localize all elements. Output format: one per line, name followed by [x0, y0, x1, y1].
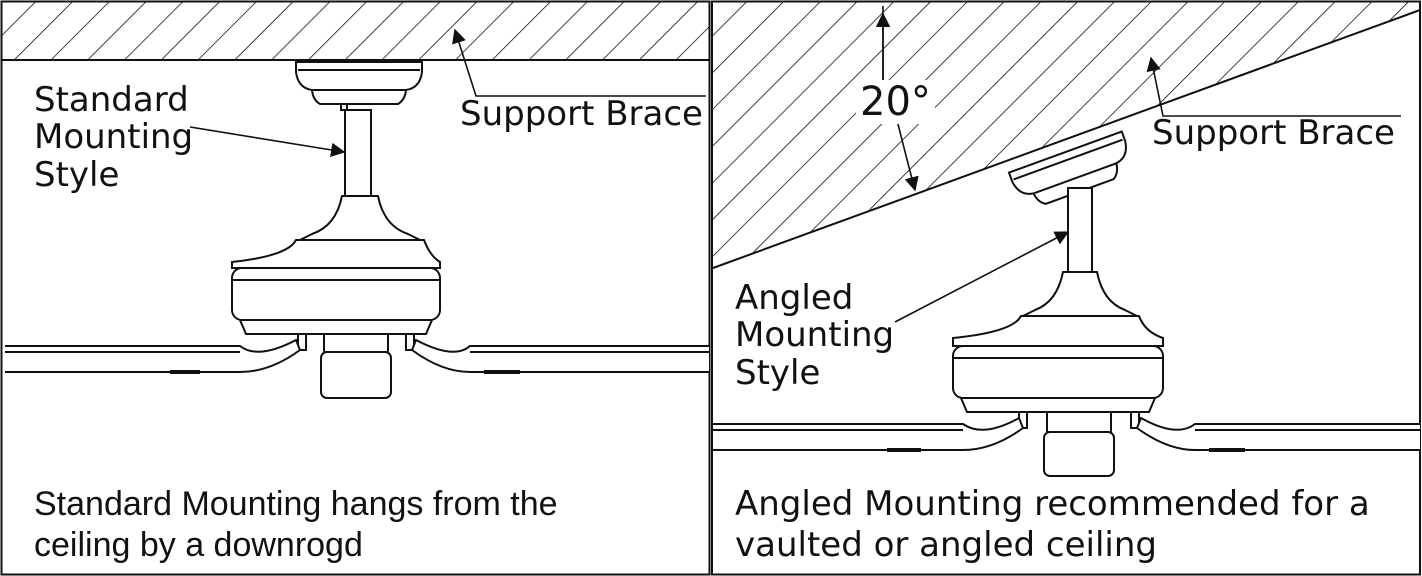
angled-mounting-caption: Angled Mounting recommended for a vaulte… [735, 484, 1370, 567]
label-line: Style [34, 154, 120, 195]
standard-mounting-style-label: Standard Mounting Style [34, 80, 194, 195]
motor-collar [1022, 271, 1138, 317]
brace-label-arrow [452, 28, 706, 97]
angled-mounting-panel: 20° Support Brace Angled Mounting Style … [711, 0, 1422, 576]
switch-housing [1043, 431, 1115, 477]
caption-line: Standard Mounting hangs from the [34, 485, 558, 523]
support-brace-label: Support Brace [1152, 113, 1395, 153]
canopy [295, 61, 423, 105]
motor-housing-top [952, 315, 1164, 347]
angle-arrow-bottom [896, 119, 919, 192]
standard-mounting-panel: Standard Mounting Style Support Brace St… [0, 0, 711, 576]
motor-housing [952, 345, 1164, 399]
standard-mounting-diagram [0, 0, 711, 576]
downrod [1067, 187, 1093, 273]
ceiling-fan-angled [713, 187, 1420, 477]
caption-line: ceiling by a downrogd [34, 526, 363, 565]
mount-label-arrow [189, 126, 346, 158]
caption-line: Angled Mounting recommended for a [735, 484, 1370, 524]
label-line: Mounting [34, 117, 194, 158]
switch-housing [320, 351, 392, 399]
downrod [344, 109, 372, 197]
angled-mounting-style-label: Angled Mounting Style [735, 278, 895, 393]
ceiling-fan-standard [5, 61, 709, 399]
label-line: Standard [34, 80, 189, 120]
ceiling-support-brace [2, 2, 709, 60]
support-brace-label: Support Brace [460, 94, 703, 134]
angled-ceiling-support-brace [713, 2, 1420, 268]
motor-housing [231, 267, 441, 321]
mount-label-arrow [894, 231, 1070, 323]
angled-canopy [1007, 130, 1127, 205]
panel-border [711, 0, 1421, 576]
motor-housing-top [231, 239, 441, 269]
label-line: Angled [735, 278, 854, 318]
blade-left [5, 338, 302, 373]
motor-collar [299, 195, 421, 241]
standard-mounting-caption: Standard Mounting hangs from the ceiling… [34, 484, 558, 567]
blade-left [713, 416, 1025, 451]
caption-line: vaulted or angled ceiling [735, 525, 1157, 566]
blade-right [1135, 416, 1420, 451]
angle-label: 20° [856, 80, 935, 124]
brace-label-arrow [1146, 56, 1401, 117]
label-line: Style [735, 352, 821, 393]
blade-right [410, 338, 709, 373]
label-line: Mounting [735, 315, 895, 356]
angled-mounting-diagram [711, 0, 1421, 576]
panel-border [0, 0, 711, 576]
angled-ceiling-line [712, 9, 1421, 269]
